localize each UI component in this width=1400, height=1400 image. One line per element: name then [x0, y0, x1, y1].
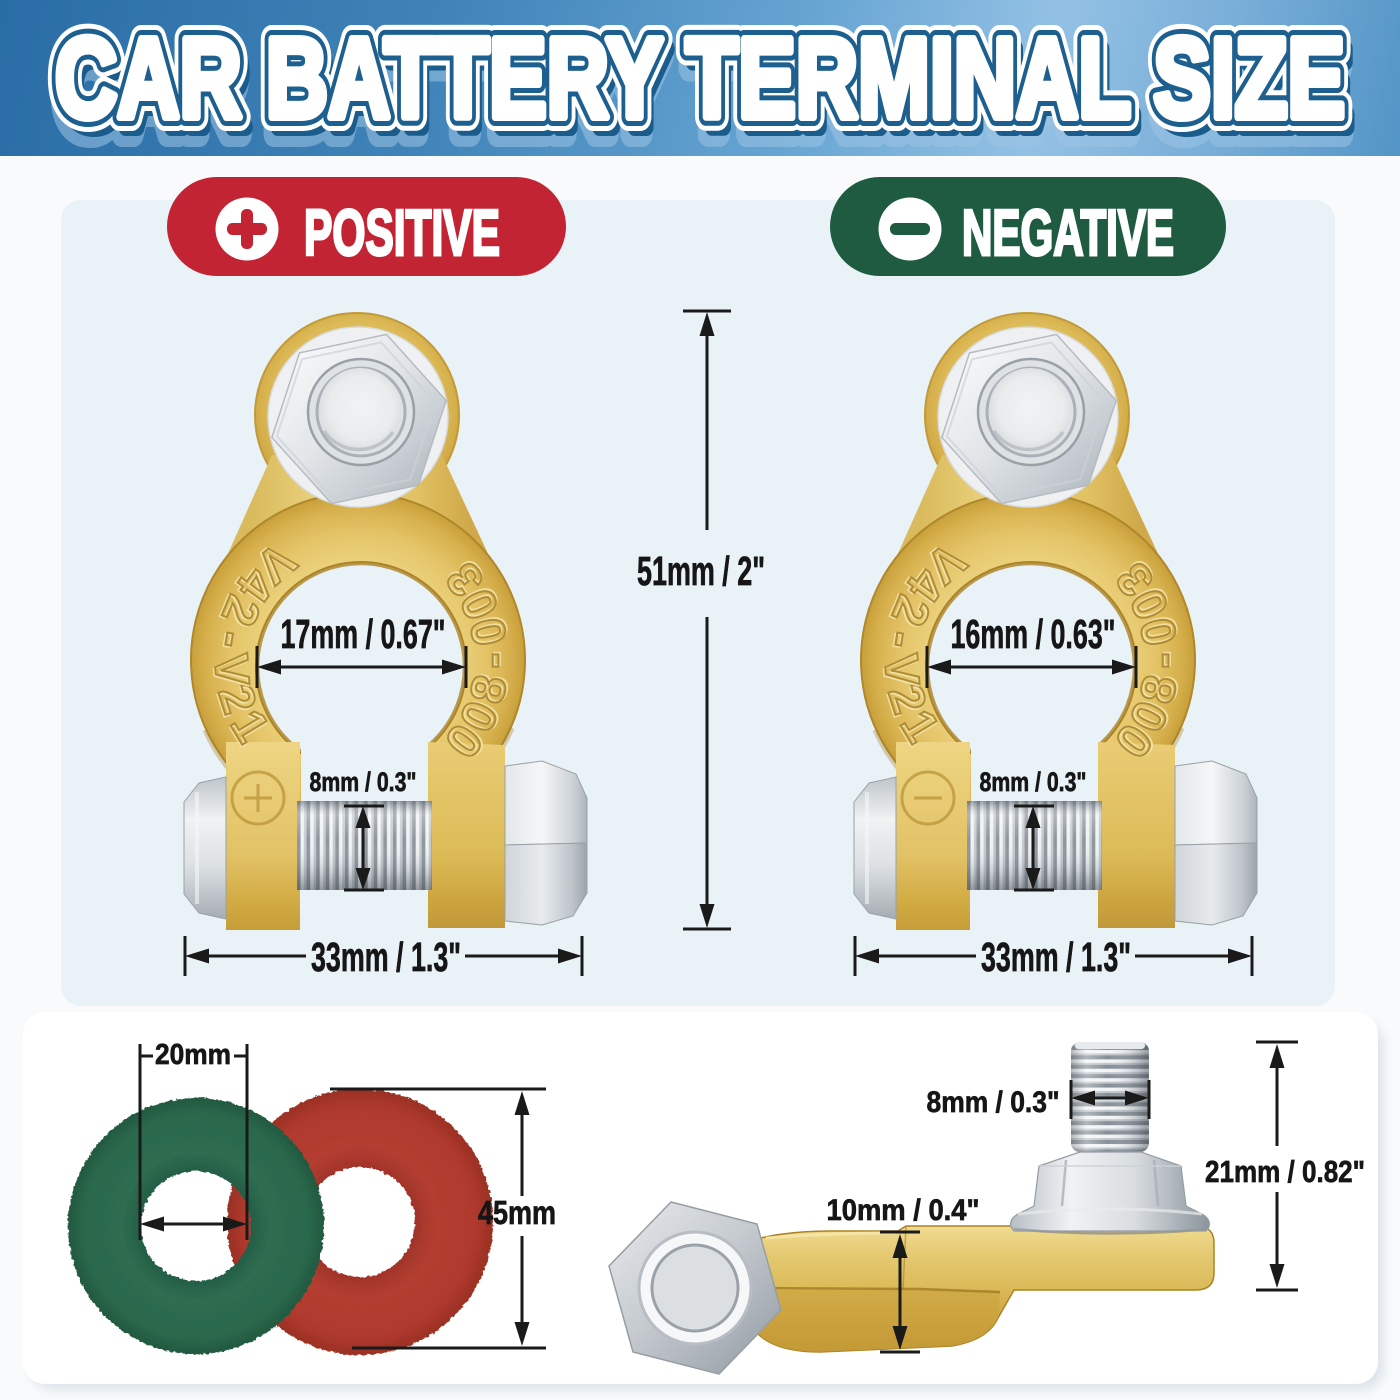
svg-text:51mm / 2": 51mm / 2"	[637, 548, 765, 594]
svg-text:16mm / 0.63": 16mm / 0.63"	[951, 611, 1116, 657]
svg-text:8mm / 0.3": 8mm / 0.3"	[310, 767, 417, 797]
svg-text:45mm: 45mm	[478, 1194, 556, 1231]
svg-text:21mm / 0.82": 21mm / 0.82"	[1205, 1154, 1365, 1189]
svg-text:CAR BATTERY TERMINAL SIZE: CAR BATTERY TERMINAL SIZE	[61, 25, 1351, 151]
svg-text:V: V	[203, 652, 258, 688]
svg-text:-: -	[467, 651, 520, 667]
svg-text:17mm / 0.67": 17mm / 0.67"	[281, 611, 446, 657]
svg-text:CAR BATTERY TERMINAL SIZE: CAR BATTERY TERMINAL SIZE	[55, 15, 1345, 141]
svg-text:33mm / 1.3": 33mm / 1.3"	[981, 934, 1131, 980]
svg-text:8mm / 0.3": 8mm / 0.3"	[927, 1086, 1060, 1119]
svg-text:CAR BATTERY TERMINAL SIZE: CAR BATTERY TERMINAL SIZE	[55, 15, 1345, 141]
svg-text:10mm / 0.4": 10mm / 0.4"	[827, 1194, 980, 1227]
svg-text:CAR BATTERY TERMINAL SIZE: CAR BATTERY TERMINAL SIZE	[57, 32, 1347, 158]
svg-text:V: V	[202, 653, 257, 689]
svg-text:CAR BATTERY TERMINAL SIZE: CAR BATTERY TERMINAL SIZE	[55, 15, 1345, 141]
svg-text:NEGATIVE: NEGATIVE	[962, 196, 1174, 269]
svg-text:20mm: 20mm	[155, 1039, 231, 1071]
svg-text:-: -	[466, 652, 519, 668]
svg-text:8mm / 0.3": 8mm / 0.3"	[980, 767, 1087, 797]
svg-text:33mm / 1.3": 33mm / 1.3"	[311, 934, 461, 980]
svg-text:POSITIVE: POSITIVE	[304, 196, 500, 269]
